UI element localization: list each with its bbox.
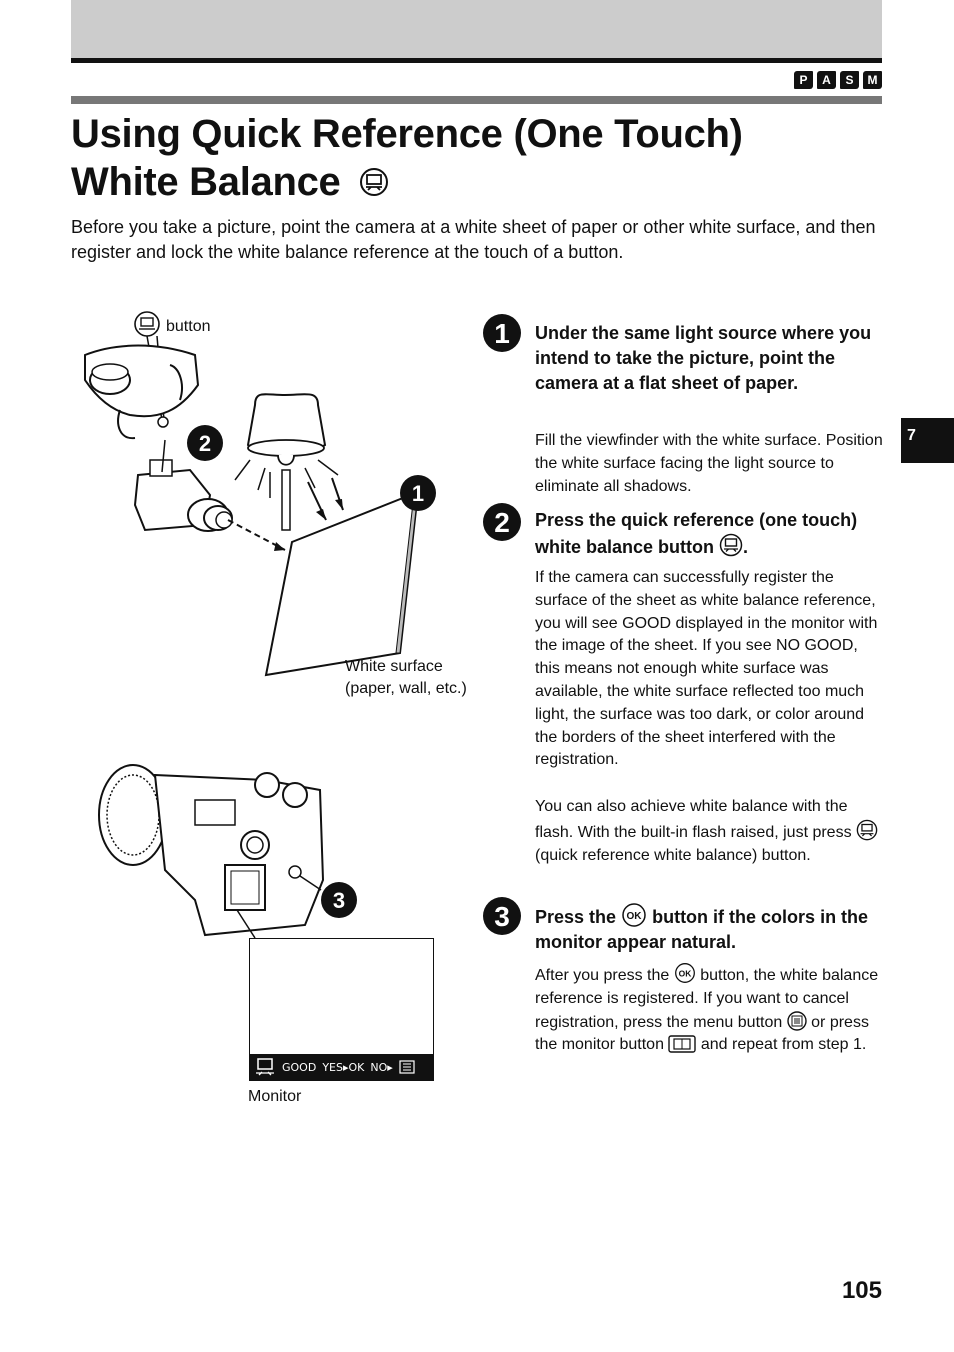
monitor-status-bar: GOOD YES▸OK NO▸ — [250, 1054, 433, 1080]
mode-a-icon: A — [817, 71, 836, 89]
monitor-display: GOOD YES▸OK NO▸ — [249, 938, 434, 1081]
title-rule — [71, 96, 882, 104]
step-1-title: Under the same light source where you in… — [535, 323, 872, 393]
exposure-mode-icons: P A S M — [794, 71, 882, 89]
ok-button-icon: OK — [622, 903, 646, 927]
svg-text:1: 1 — [412, 481, 424, 506]
ok-button-icon: OK — [674, 963, 695, 983]
mode-s-icon: S — [840, 71, 859, 89]
monitor-good-label: GOOD — [282, 1060, 317, 1074]
monitor-yes-label: YES▸OK — [322, 1060, 365, 1074]
white-balance-icon — [256, 1058, 274, 1076]
white-balance-button-icon — [856, 819, 878, 841]
title-line-1: Using Quick Reference (One Touch) — [71, 112, 743, 156]
title-line-2: White Balance — [71, 160, 341, 204]
svg-text:2: 2 — [494, 507, 510, 538]
monitor-no-label: NO▸ — [370, 1060, 393, 1074]
page-title: Using Quick Reference (One Touch) White … — [71, 110, 882, 206]
camera-back-illustration: 3 — [98, 764, 357, 939]
callout-2-icon: 2 — [187, 425, 223, 461]
monitor-button-icon — [668, 1035, 697, 1054]
button-caption: button — [166, 318, 211, 335]
callout-3-icon: 3 — [321, 882, 357, 918]
step-3-title: Press the OK button if the colors in the… — [535, 903, 887, 955]
menu-icon — [399, 1060, 415, 1074]
svg-text:2: 2 — [199, 431, 211, 456]
mode-p-icon: P — [794, 71, 813, 89]
svg-text:3: 3 — [494, 901, 510, 932]
chapter-tab: 7 — [901, 418, 954, 463]
step-3-number-icon: 3 — [483, 897, 521, 935]
white-balance-button-icon — [719, 533, 743, 557]
svg-text:OK: OK — [678, 968, 692, 978]
svg-text:1: 1 — [494, 318, 510, 349]
intro-paragraph: Before you take a picture, point the cam… — [71, 217, 876, 262]
white-surface-caption-detail: (paper, wall, etc.) — [345, 680, 467, 697]
callout-1-icon: 1 — [400, 475, 436, 511]
step-2-number-icon: 2 — [483, 503, 521, 541]
page-number: 105 — [841, 1277, 882, 1304]
step-2-title: Press the quick reference (one touch) wh… — [535, 510, 858, 557]
white-surface-illustration: 1 2 — [84, 311, 436, 677]
svg-text:3: 3 — [333, 888, 345, 913]
step-2-body: If the camera can successfully register … — [535, 569, 878, 769]
svg-text:OK: OK — [627, 911, 643, 922]
header-band — [71, 0, 882, 58]
white-surface-caption: White surface — [345, 658, 443, 675]
menu-button-icon — [787, 1010, 807, 1031]
white-balance-button-icon — [360, 168, 389, 196]
wb-button-callout-icon — [134, 311, 160, 337]
mode-m-icon: M — [863, 71, 882, 89]
step-1-body: Fill the viewfinder with the white surfa… — [535, 432, 883, 495]
monitor-caption: Monitor — [248, 1088, 302, 1105]
step-1-number-icon: 1 — [483, 314, 521, 352]
header-rule — [71, 58, 882, 63]
step-3-body: After you press the OK button, the white… — [535, 962, 885, 1057]
step-2-flash-note: You can also achieve white balance with … — [535, 796, 885, 867]
